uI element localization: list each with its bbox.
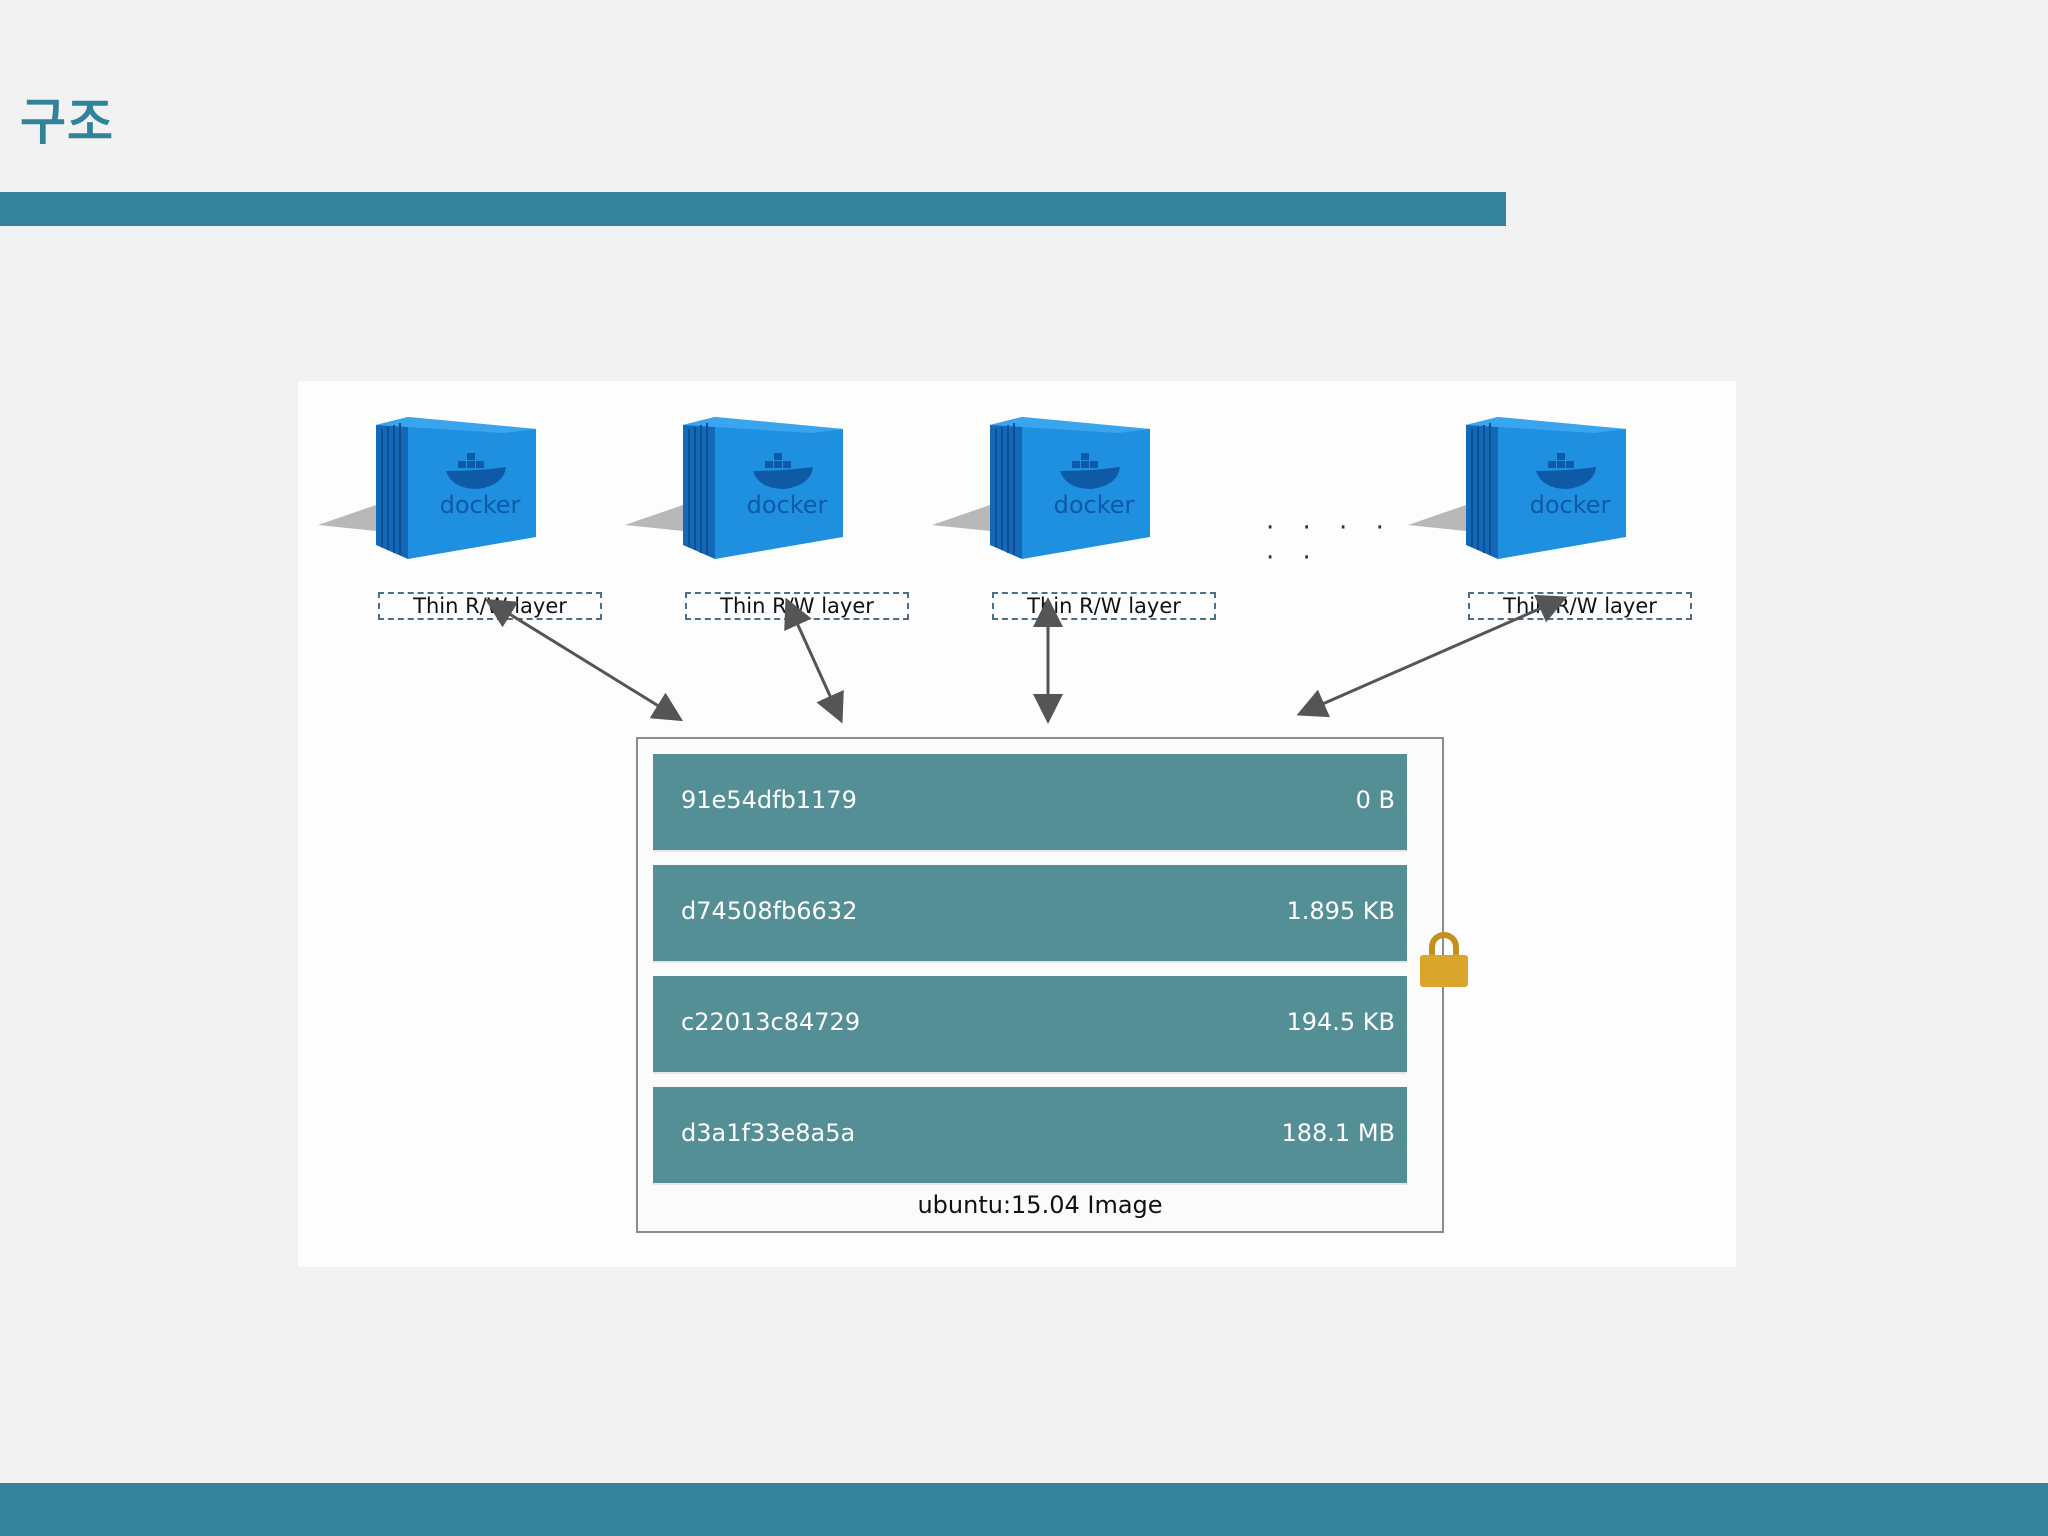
image-layer: c22013c84729 194.5 KB: [653, 976, 1407, 1072]
image-caption: ubuntu:15.04 Image: [917, 1191, 1163, 1219]
layer-size: 1.895 KB: [1286, 897, 1395, 925]
lock-icon: [1420, 932, 1468, 987]
container-unit: docker Thin R/W layer: [1408, 413, 1708, 620]
docker-whale-icon: docker: [1530, 453, 1611, 519]
layer-id: d3a1f33e8a5a: [681, 1119, 856, 1147]
thin-rw-layer-label: Thin R/W layer: [992, 592, 1216, 620]
svg-text:docker: docker: [1054, 491, 1135, 519]
image-layer: 91e54dfb1179 0 B: [653, 754, 1407, 850]
svg-text:docker: docker: [440, 491, 521, 519]
layer-size: 0 B: [1355, 786, 1395, 814]
docker-whale-icon: docker: [1054, 453, 1135, 519]
container-icon: docker: [318, 417, 536, 559]
layer-size: 188.1 MB: [1281, 1119, 1395, 1147]
layer-id: 91e54dfb1179: [681, 786, 857, 814]
title-underline-bar: [0, 192, 1506, 226]
container-icon: docker: [625, 417, 843, 559]
layer-id: d74508fb6632: [681, 897, 858, 925]
layer-size: 194.5 KB: [1286, 1008, 1395, 1036]
connector-arrows: [484, 594, 1568, 724]
docker-whale-icon: docker: [440, 453, 521, 519]
docker-whale-icon: docker: [747, 453, 828, 519]
image-layer: d3a1f33e8a5a 188.1 MB: [653, 1087, 1407, 1183]
docker-layer-diagram: docker Thin R/W layer docker Thin R/W la…: [298, 381, 1736, 1267]
image-layer-stack: 91e54dfb1179 0 B d74508fb6632 1.895 KB c…: [636, 737, 1444, 1233]
arrow-icon: [484, 598, 684, 722]
svg-text:docker: docker: [1530, 491, 1611, 519]
slide-title: 구조: [20, 93, 114, 151]
footer-bar: [0, 1483, 2048, 1536]
svg-text:docker: docker: [747, 491, 828, 519]
arrow-icon: [784, 597, 844, 724]
arrow-icon: [1296, 594, 1568, 718]
layer-id: c22013c84729: [681, 1008, 861, 1036]
image-layer: d74508fb6632 1.895 KB: [653, 865, 1407, 961]
container-unit: docker Thin R/W layer: [932, 413, 1232, 620]
container-icon: docker: [1408, 417, 1626, 559]
container-icon: docker: [932, 417, 1150, 559]
more-containers-ellipsis: · · · · · ·: [1266, 513, 1394, 573]
